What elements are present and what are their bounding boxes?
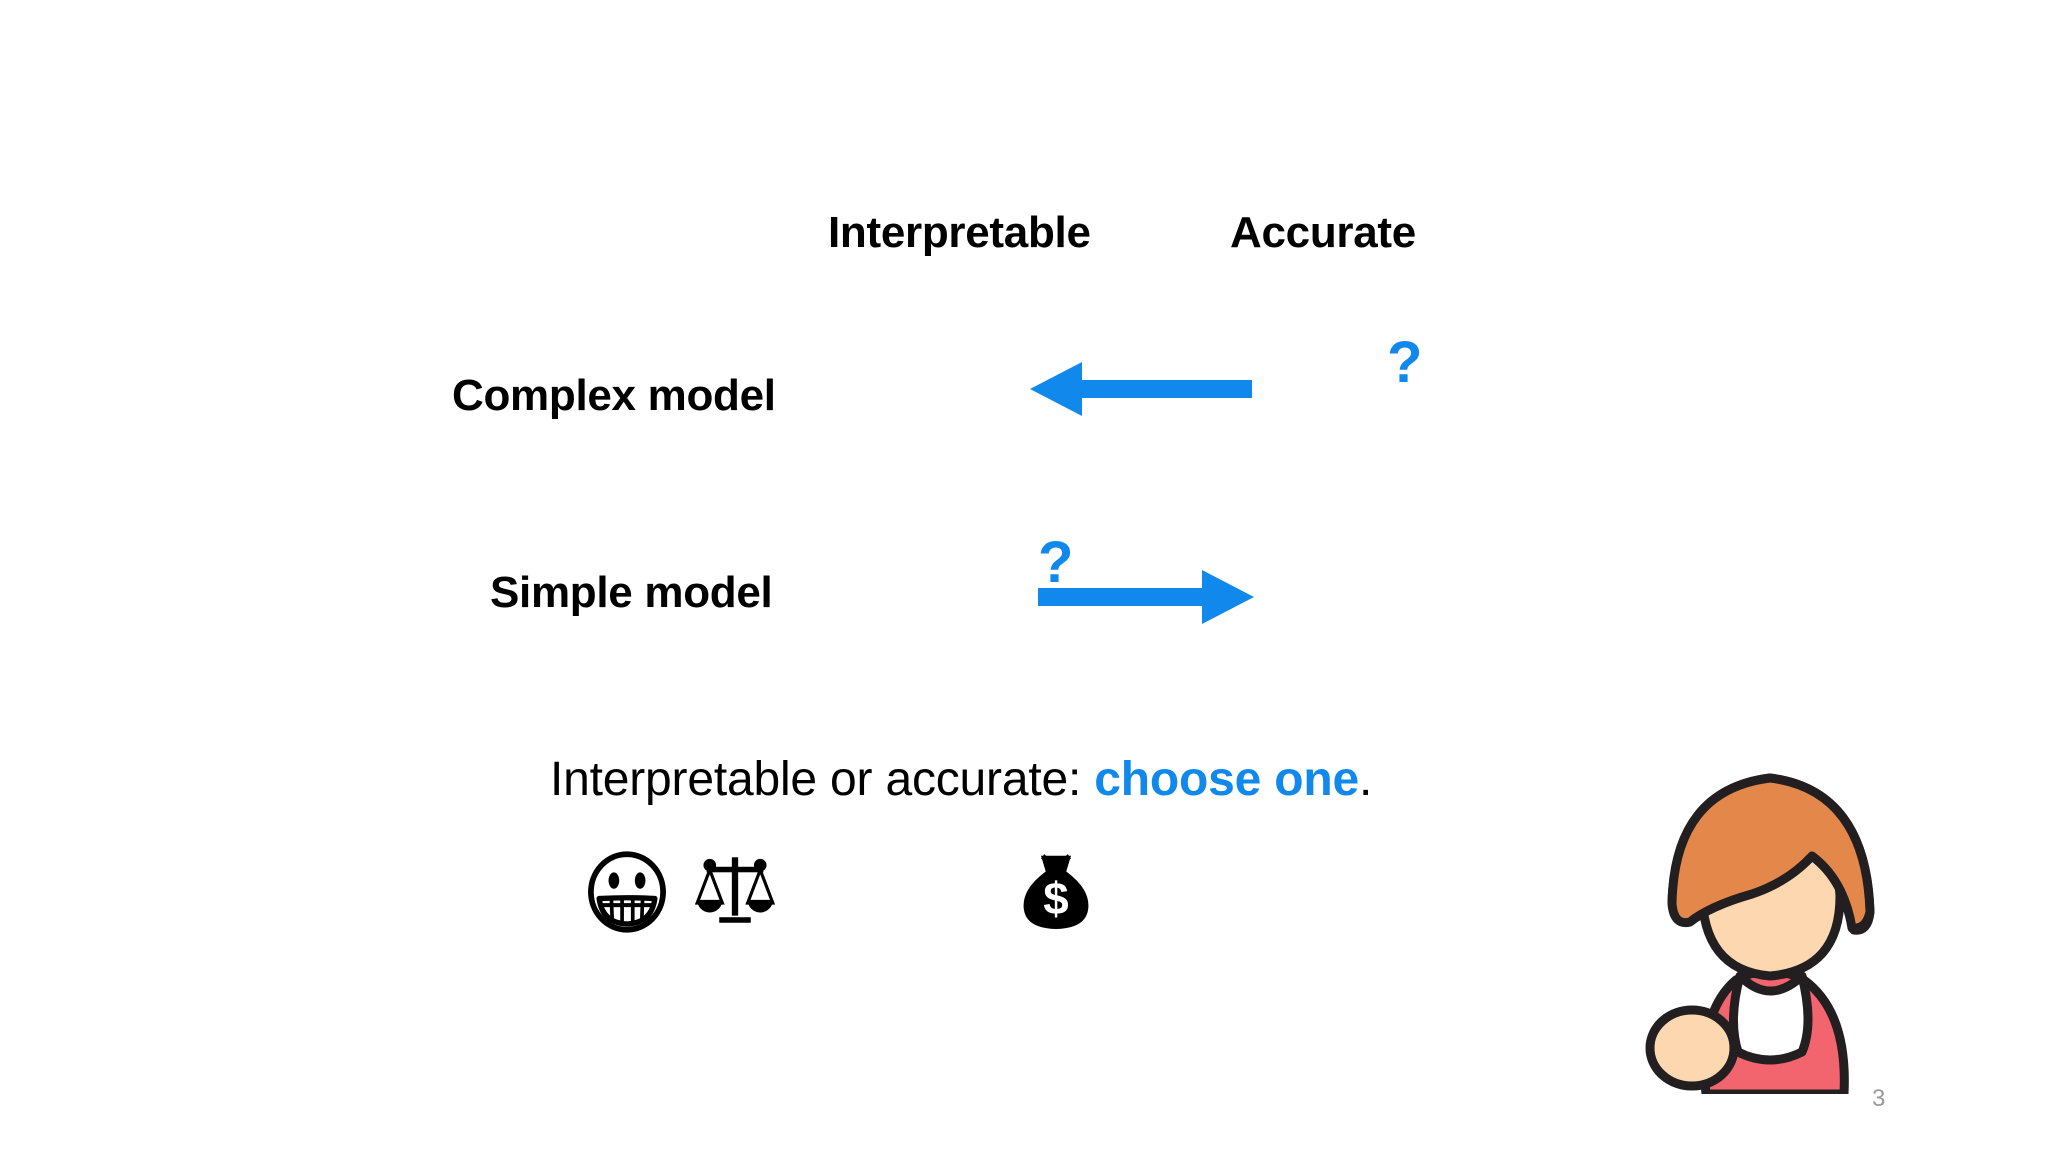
balance-scales-icon [694,851,776,938]
svg-text:$: $ [1043,873,1068,924]
question-mark-simple-row: ? [1038,530,1074,595]
column-header-accurate: Accurate [1230,208,1416,257]
tagline-lead: Interpretable or accurate: [550,753,1095,806]
row-label-simple-model: Simple model [490,568,773,617]
arrow-right-icon [1038,568,1254,631]
tagline-emphasis: choose one [1094,753,1359,806]
row-label-complex-model: Complex model [452,371,776,420]
tagline: Interpretable or accurate: choose one. [550,752,1372,807]
page-number: 3 [1872,1085,1886,1112]
arrow-left-icon [1030,360,1252,423]
grinning-face-icon [586,851,668,938]
person-avatar [1636,762,1904,1099]
money-bag-icon: $ [1020,851,1092,938]
question-mark-complex-row: ? [1387,330,1423,395]
column-header-interpretable: Interpretable [828,208,1091,257]
tagline-trail: . [1358,753,1373,806]
